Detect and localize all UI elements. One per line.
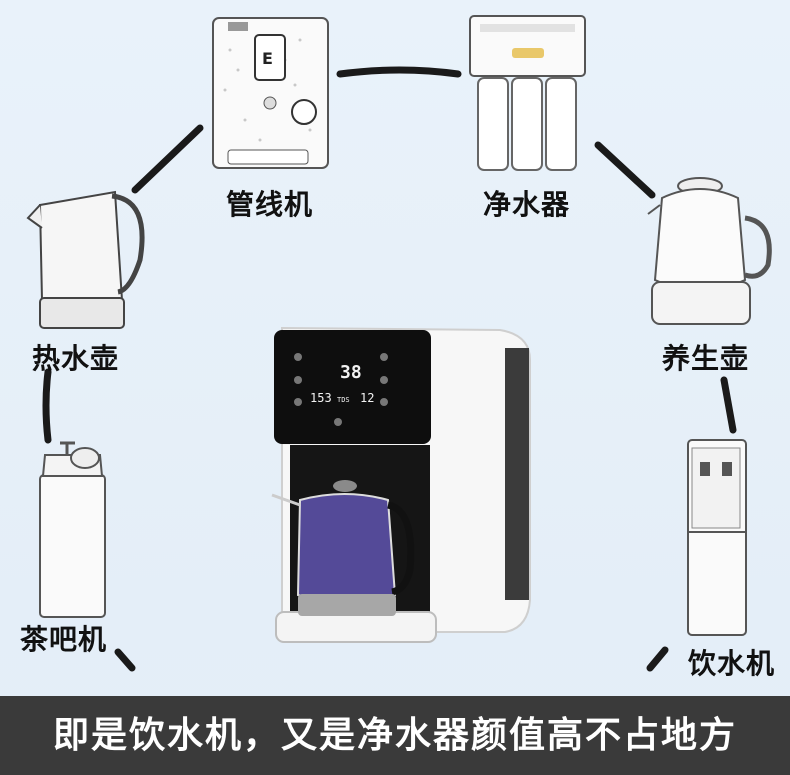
tea-bar-machine-image <box>39 441 106 618</box>
bottom-banner: 即是饮水机，又是净水器颜值高不占地方 <box>0 696 790 775</box>
connector-lines <box>42 66 737 672</box>
health-pot-image <box>647 177 772 325</box>
tds-label: TDS <box>337 396 350 404</box>
connector-pipeline-purifier <box>336 66 462 78</box>
connector-dispenser-bottom <box>646 646 669 672</box>
pipeline-machine-image: E <box>212 17 329 169</box>
connector-teabar-bottom <box>114 648 136 672</box>
label-electric-kettle: 热水壶 <box>32 342 120 375</box>
connector-healthpot-dispenser <box>720 376 737 434</box>
water-purifier-image <box>469 15 586 171</box>
temperature-readout: 38 <box>340 362 362 383</box>
electric-kettle-image <box>26 190 145 329</box>
connector-purifier-healthpot <box>594 141 656 199</box>
connector-pipeline-kettle <box>131 124 204 194</box>
water-dispenser-image <box>687 439 747 636</box>
label-pipeline-machine: 管线机 <box>226 188 314 221</box>
tds-value-readout: 153 <box>310 391 332 405</box>
label-tea-bar-machine: 茶吧机 <box>20 623 108 656</box>
main-purifier-dispenser <box>271 326 531 643</box>
label-water-purifier: 净水器 <box>483 188 571 221</box>
connector-kettle-teabar <box>42 368 52 444</box>
label-health-pot: 养生壶 <box>662 342 750 375</box>
label-water-dispenser: 饮水机 <box>688 647 776 680</box>
svg-text:E: E <box>262 49 273 68</box>
volume-readout: 12 <box>360 391 374 405</box>
